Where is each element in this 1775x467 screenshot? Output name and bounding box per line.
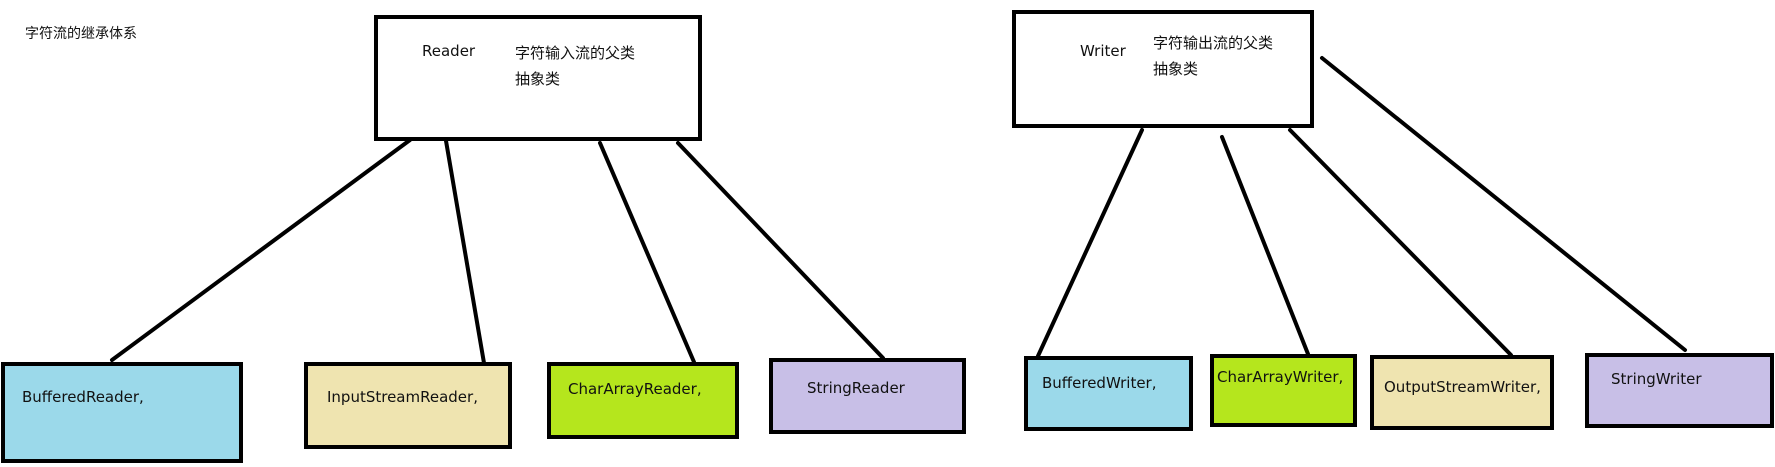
writer-box — [1012, 10, 1314, 128]
edge-writer-chararraywriter — [1220, 135, 1310, 356]
writer-node: Writer 字符输出流的父类 抽象类 — [1012, 10, 1314, 128]
stringreader-node: StringReader — [769, 358, 966, 434]
chararraywriter-node: CharArrayWriter, — [1210, 354, 1357, 427]
edge-writer-bufferedwriter — [1036, 128, 1144, 358]
outputstreamwriter-box — [1370, 355, 1554, 430]
reader-desc-line1: 字符输入流的父类 — [515, 44, 635, 62]
edge-reader-bufferedreader — [110, 138, 412, 362]
reader-name: Reader — [422, 42, 476, 60]
inputstreamreader-label: InputStreamReader, — [327, 388, 478, 406]
stringwriter-box — [1585, 353, 1774, 428]
reader-node: Reader 字符输入流的父类 抽象类 — [374, 15, 702, 141]
stringwriter-label: StringWriter — [1611, 370, 1702, 388]
chararrayreader-box — [547, 362, 739, 439]
edge-writer-stringwriter — [1320, 56, 1687, 352]
inputstreamreader-box — [304, 362, 512, 449]
reader-box — [374, 15, 702, 141]
stringwriter-node: StringWriter — [1585, 353, 1774, 428]
edge-reader-inputstreamreader — [443, 133, 486, 365]
stringreader-label: StringReader — [807, 379, 906, 397]
edge-writer-outputstreamwriter — [1288, 128, 1513, 357]
inputstreamreader-node: InputStreamReader, — [304, 362, 512, 449]
bufferedreader-node: BufferedReader, — [1, 362, 243, 463]
writer-desc-line2: 抽象类 — [1153, 60, 1198, 78]
bufferedreader-label: BufferedReader, — [22, 388, 144, 406]
writer-desc-line1: 字符输出流的父类 — [1153, 34, 1273, 52]
diagram-title: 字符流的继承体系 — [25, 26, 137, 42]
bufferedwriter-box — [1024, 356, 1193, 431]
stringreader-box — [769, 358, 966, 434]
bufferedwriter-node: BufferedWriter, — [1024, 356, 1193, 431]
chararrayreader-node: CharArrayReader, — [547, 362, 739, 439]
chararraywriter-box — [1210, 354, 1357, 427]
reader-desc-line2: 抽象类 — [515, 70, 560, 88]
edge-reader-chararrayreader — [598, 141, 696, 364]
bufferedwriter-label: BufferedWriter, — [1042, 374, 1157, 392]
outputstreamwriter-label: OutputStreamWriter, — [1384, 378, 1541, 396]
chararraywriter-label: CharArrayWriter, — [1217, 368, 1343, 386]
bufferedreader-box — [1, 362, 243, 463]
writer-name: Writer — [1080, 42, 1127, 60]
outputstreamwriter-node: OutputStreamWriter, — [1370, 355, 1554, 430]
chararrayreader-label: CharArrayReader, — [568, 380, 702, 398]
edge-reader-stringreader — [676, 141, 885, 360]
